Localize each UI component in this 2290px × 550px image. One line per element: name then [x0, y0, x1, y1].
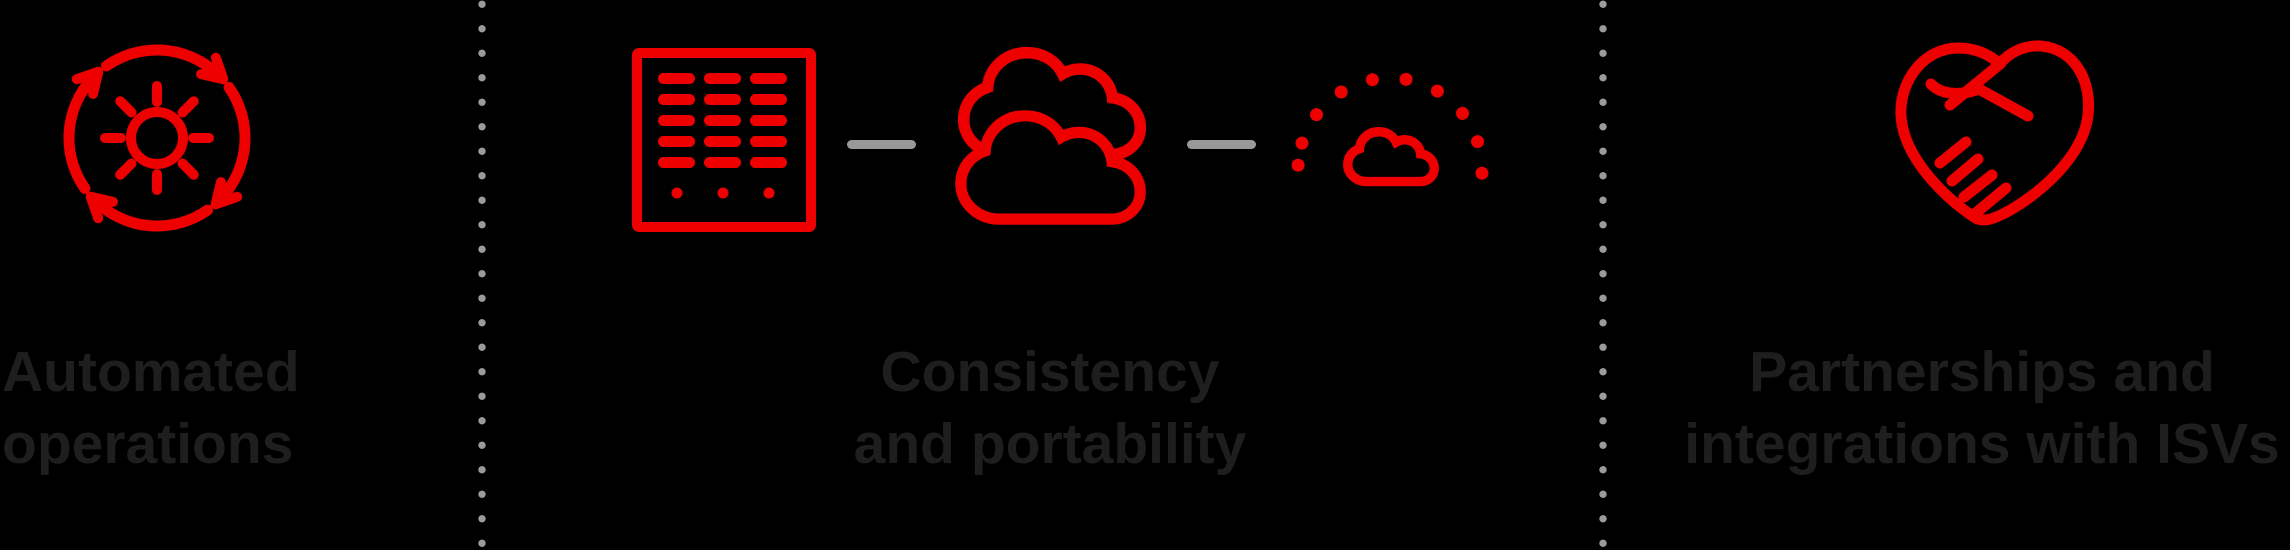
feature-label-automated-operations: Automated operations	[2, 336, 300, 480]
handshake-heart-icon	[1890, 35, 2110, 235]
feature-label-partnerships-isvs: Partnerships and integrations with ISVs	[1682, 336, 2282, 480]
dotted-arc-cloud-icon	[1285, 60, 1495, 192]
label-line: integrations with ISVs	[1684, 412, 2280, 476]
cycle-gear-icon	[57, 38, 257, 238]
dotted-divider	[478, 0, 486, 550]
label-line: Consistency	[880, 340, 1220, 404]
label-line: operations	[2, 412, 294, 476]
label-line: Partnerships and	[1749, 340, 2215, 404]
double-cloud-icon	[953, 45, 1149, 231]
label-line: Automated	[2, 340, 300, 404]
label-line: and portability	[853, 412, 1247, 476]
dash-connector-icon	[1187, 140, 1256, 149]
server-icon	[632, 48, 816, 232]
feature-label-consistency-portability: Consistency and portability	[830, 336, 1270, 480]
dash-connector-icon	[847, 140, 916, 149]
dotted-divider	[1599, 0, 1607, 550]
